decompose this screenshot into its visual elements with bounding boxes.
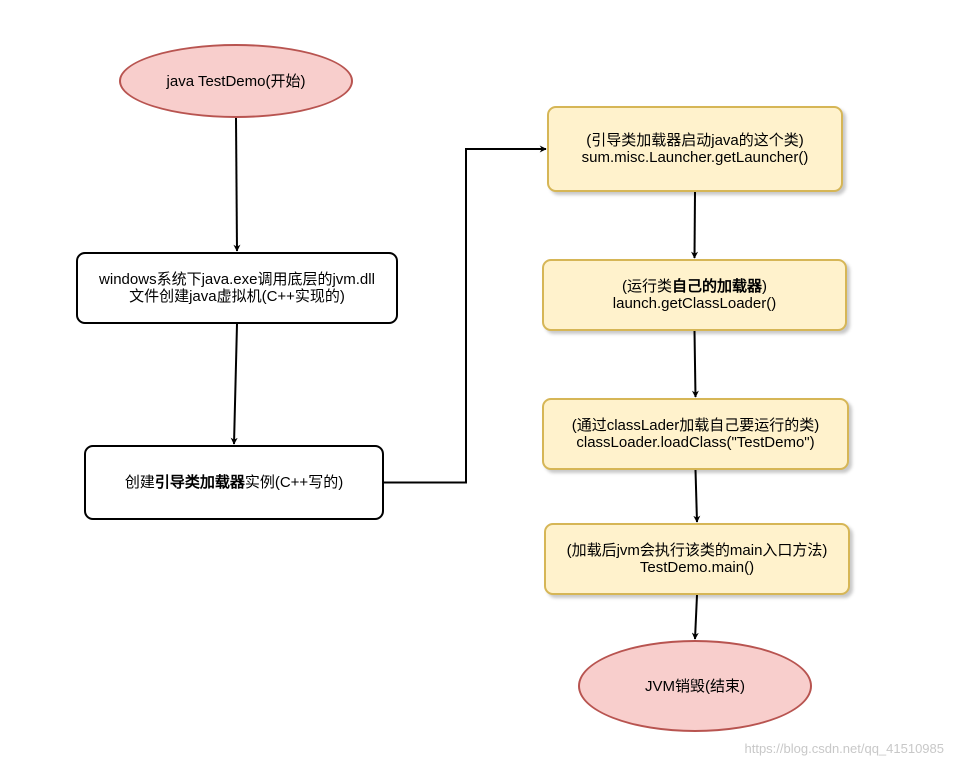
watermark-text: https://blog.csdn.net/qq_41510985 bbox=[744, 741, 945, 756]
create-jvm-box: windows系统下java.exe调用底层的jvm.dll 文件创建java虚… bbox=[76, 252, 398, 324]
main-method-line2: TestDemo.main() bbox=[639, 559, 755, 576]
main-method-box: (加载后jvm会执行该类的main入口方法) TestDemo.main() bbox=[544, 523, 850, 595]
edge-load_class-to-main bbox=[693, 469, 701, 523]
get-classloader-box: (运行类自己的加载器) launch.getClassLoader() bbox=[542, 259, 847, 331]
start-terminal: java TestDemo(开始) bbox=[119, 44, 353, 118]
load-class-line2: classLoader.loadClass("TestDemo") bbox=[576, 434, 815, 451]
load-class-line1: (通过classLader加载自己要运行的类) bbox=[571, 417, 820, 434]
load-class-box: (通过classLader加载自己要运行的类) classLoader.load… bbox=[542, 398, 849, 470]
end-label: JVM销毁(结束) bbox=[645, 677, 745, 695]
bootstrap-loader-box: 创建引导类加载器实例(C++写的) bbox=[84, 445, 384, 520]
edge-bootstrap-to-launcher bbox=[384, 145, 547, 484]
start-label: java TestDemo(开始) bbox=[166, 72, 306, 90]
bootstrap-label: 创建引导类加载器实例(C++写的) bbox=[125, 474, 343, 491]
create-jvm-line1: windows系统下java.exe调用底层的jvm.dll bbox=[99, 271, 375, 288]
get-classloader-bold: 自己的加载器 bbox=[671, 278, 762, 295]
edge-start-to-create_jvm bbox=[233, 117, 241, 252]
launcher-line2: sum.misc.Launcher.getLauncher() bbox=[581, 149, 809, 166]
launcher-box: (引导类加载器启动java的这个类) sum.misc.Launcher.get… bbox=[547, 106, 843, 192]
bootstrap-label-bold: 引导类加载器 bbox=[154, 474, 245, 491]
bootstrap-label-post: 实例(C++写的) bbox=[244, 474, 344, 491]
bootstrap-label-pre: 创建 bbox=[124, 474, 155, 491]
launcher-line1: (引导类加载器启动java的这个类) bbox=[586, 132, 804, 149]
edge-get_loader-to-load_class bbox=[691, 330, 699, 398]
get-classloader-pre: (运行类 bbox=[621, 278, 672, 295]
edge-create_jvm-to-bootstrap bbox=[230, 323, 238, 445]
create-jvm-line2: 文件创建java虚拟机(C++实现的) bbox=[129, 288, 345, 305]
edge-launcher-to-get_loader bbox=[691, 191, 699, 259]
get-classloader-line1: (运行类自己的加载器) bbox=[613, 278, 776, 295]
edge-main-to-end bbox=[691, 594, 699, 640]
get-classloader-post: ) bbox=[762, 278, 767, 295]
get-classloader-line2: launch.getClassLoader() bbox=[612, 295, 777, 312]
end-terminal: JVM销毁(结束) bbox=[578, 640, 812, 732]
main-method-line1: (加载后jvm会执行该类的main入口方法) bbox=[566, 542, 828, 559]
